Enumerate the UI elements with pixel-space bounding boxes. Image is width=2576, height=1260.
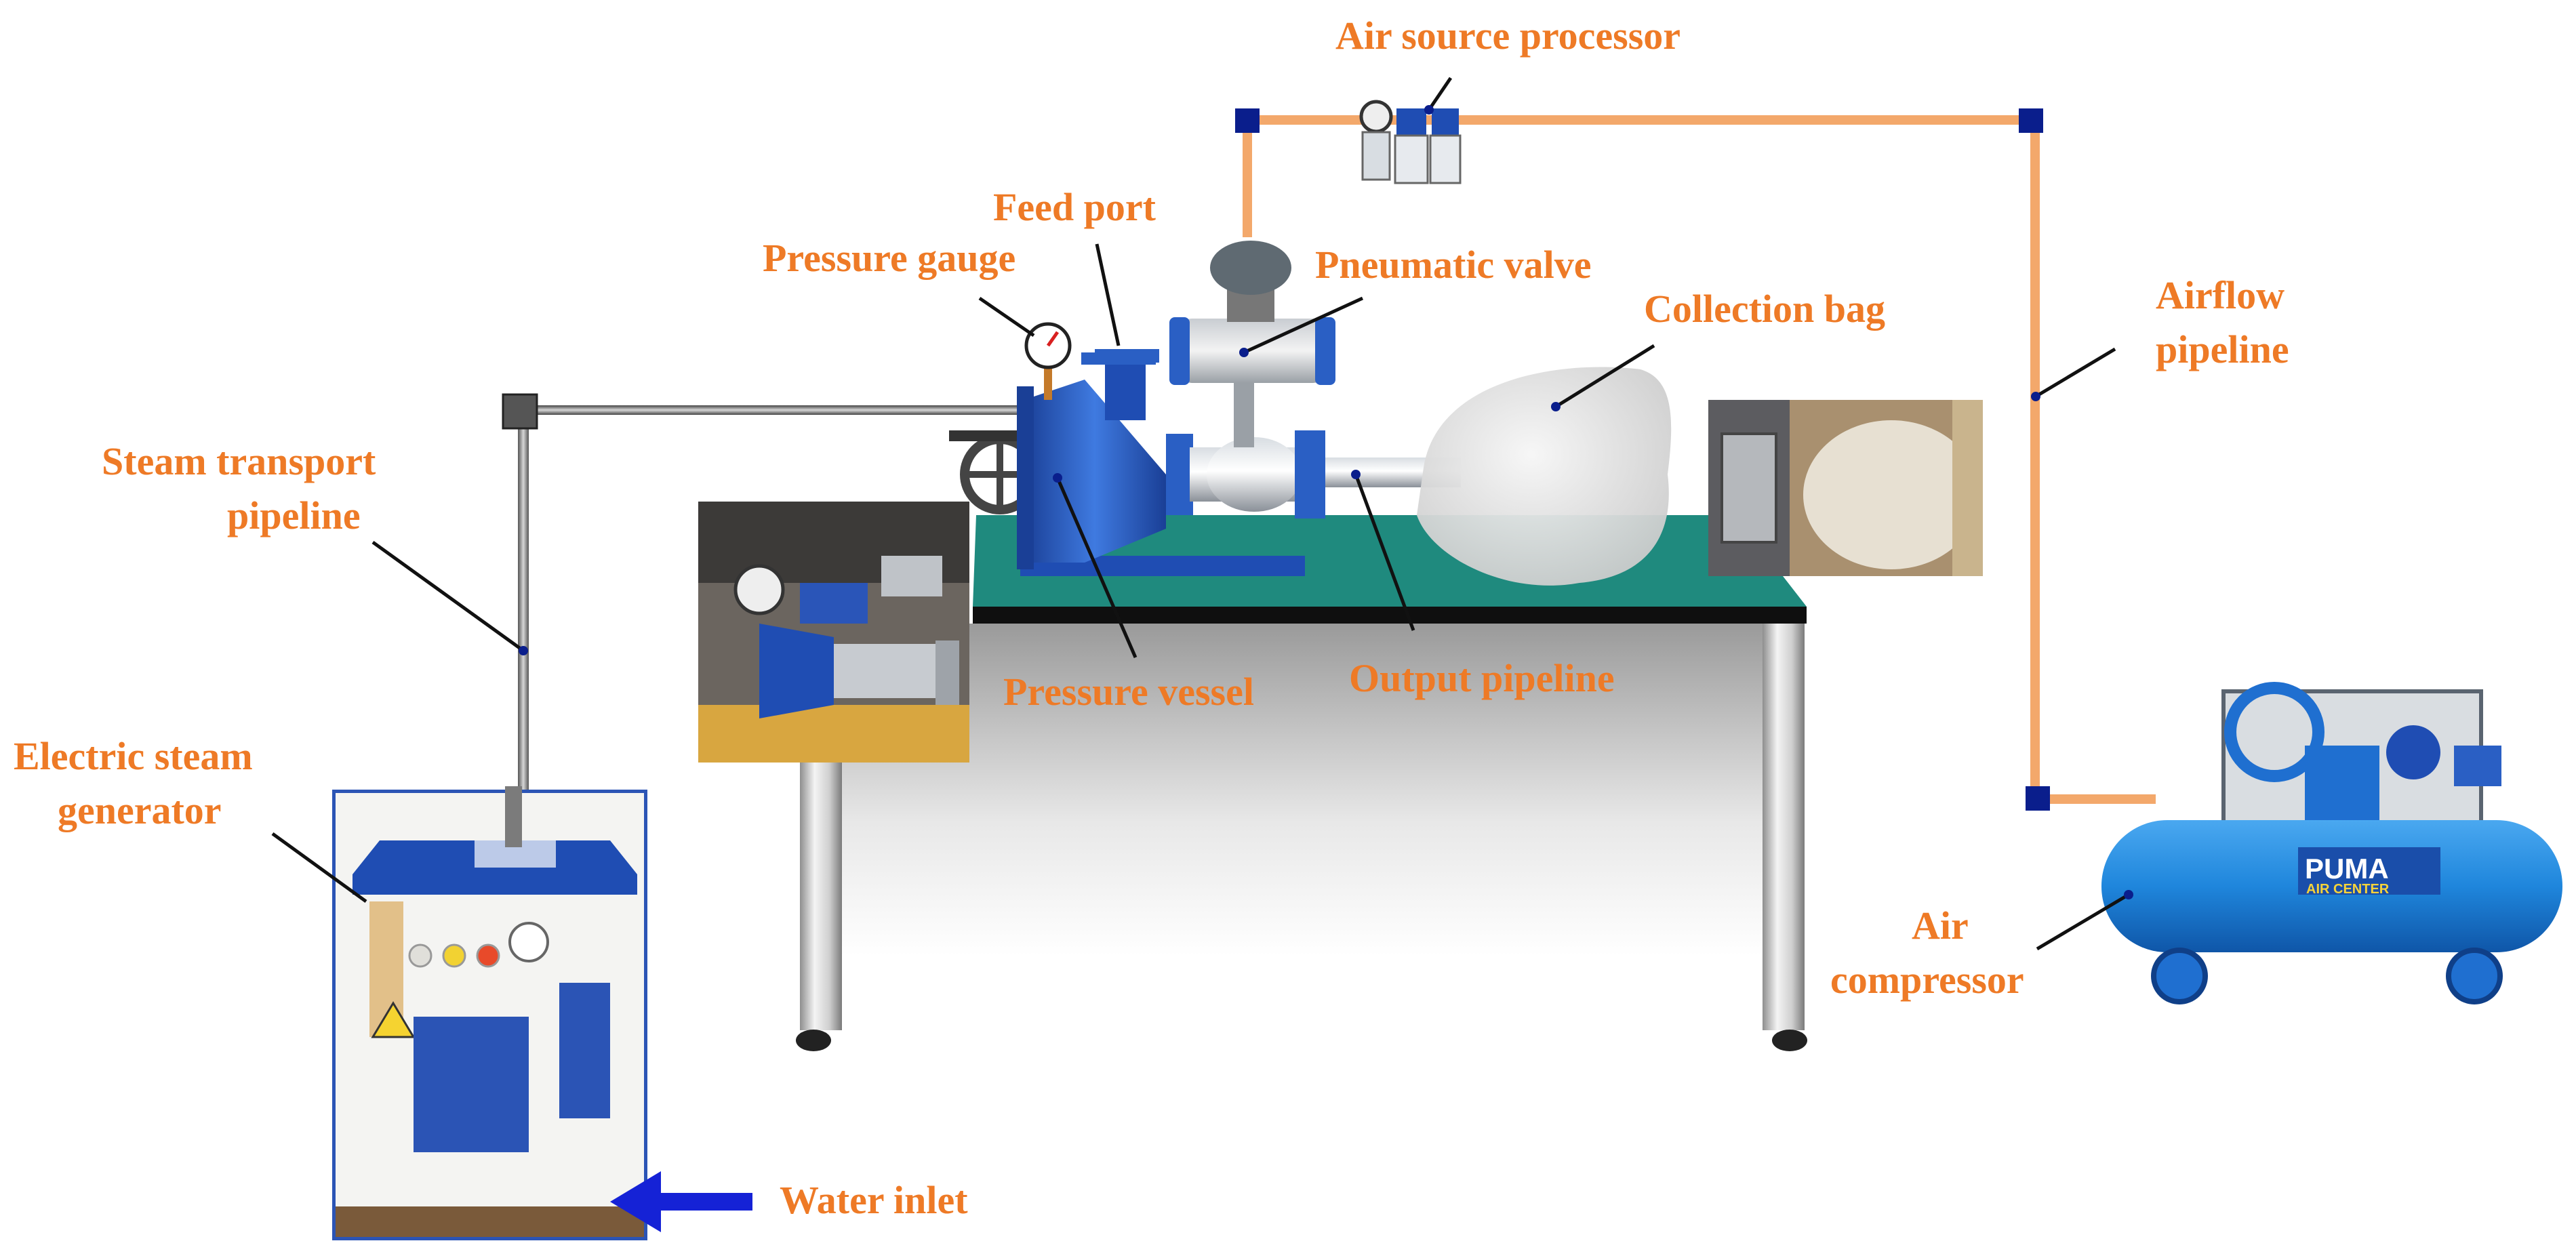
label-electric-steam-generator-line1: Electric steam <box>14 734 253 778</box>
leader-lines <box>271 77 2130 951</box>
water-inlet-arrow <box>610 1171 752 1232</box>
feed-port-neck <box>1105 359 1146 420</box>
label-airflow-pipeline-line2: pipeline <box>2156 327 2289 371</box>
air-source-processor-unit <box>1359 100 1462 184</box>
electric-steam-generator <box>332 786 647 1240</box>
label-air-compressor-line1: Air <box>1912 903 1969 948</box>
air-pipe-joint <box>1235 108 1260 133</box>
label-output-pipeline: Output pipeline <box>1349 656 1615 700</box>
label-pneumatic-valve: Pneumatic valve <box>1315 243 1592 287</box>
table-foot-left <box>796 1030 831 1051</box>
photo-inset-collection-bag <box>1708 400 1983 576</box>
pneumatic-valve-actuator <box>1180 319 1325 383</box>
label-air-compressor-line2: compressor <box>1830 958 2024 1002</box>
pressure-vessel-assembly <box>949 241 1461 576</box>
leader-dots <box>519 105 2133 899</box>
air-pipe-joint <box>2019 108 2043 133</box>
label-electric-steam-generator-line2: generator <box>58 788 222 832</box>
compressor-brand-tagline: AIR CENTER <box>2306 882 2390 897</box>
label-steam-transport-pipeline-line1: Steam transport <box>102 439 376 483</box>
photo-inset-pressure-vessel <box>698 502 969 763</box>
label-airflow-pipeline-line1: Airflow <box>2156 273 2285 317</box>
pressure-vessel-body <box>1024 380 1166 563</box>
label-feed-port: Feed port <box>993 185 1156 229</box>
collection-bag <box>1417 367 1672 586</box>
table-foot-right <box>1772 1030 1807 1051</box>
steam-pipe-elbow <box>502 393 538 430</box>
label-steam-transport-pipeline-line2: pipeline <box>227 493 361 537</box>
label-air-source-processor: Air source processor <box>1335 14 1681 58</box>
label-pressure-vessel: Pressure vessel <box>1003 670 1254 714</box>
steam-transport-pipe <box>502 393 1037 850</box>
air-pipe-joint <box>2026 786 2050 811</box>
table-top-edge <box>973 607 1807 624</box>
air-compressor: PUMA AIR CENTER <box>2101 682 2562 1004</box>
label-pressure-gauge: Pressure gauge <box>763 236 1015 280</box>
label-water-inlet: Water inlet <box>780 1178 968 1222</box>
labels: Air source processor Feed port Pressure … <box>14 14 2289 1222</box>
label-collection-bag: Collection bag <box>1644 287 1885 331</box>
table-leg-right <box>1763 617 1805 1030</box>
compressor-brand-name: PUMA <box>2305 853 2389 885</box>
table-legs-panel <box>841 624 1763 956</box>
